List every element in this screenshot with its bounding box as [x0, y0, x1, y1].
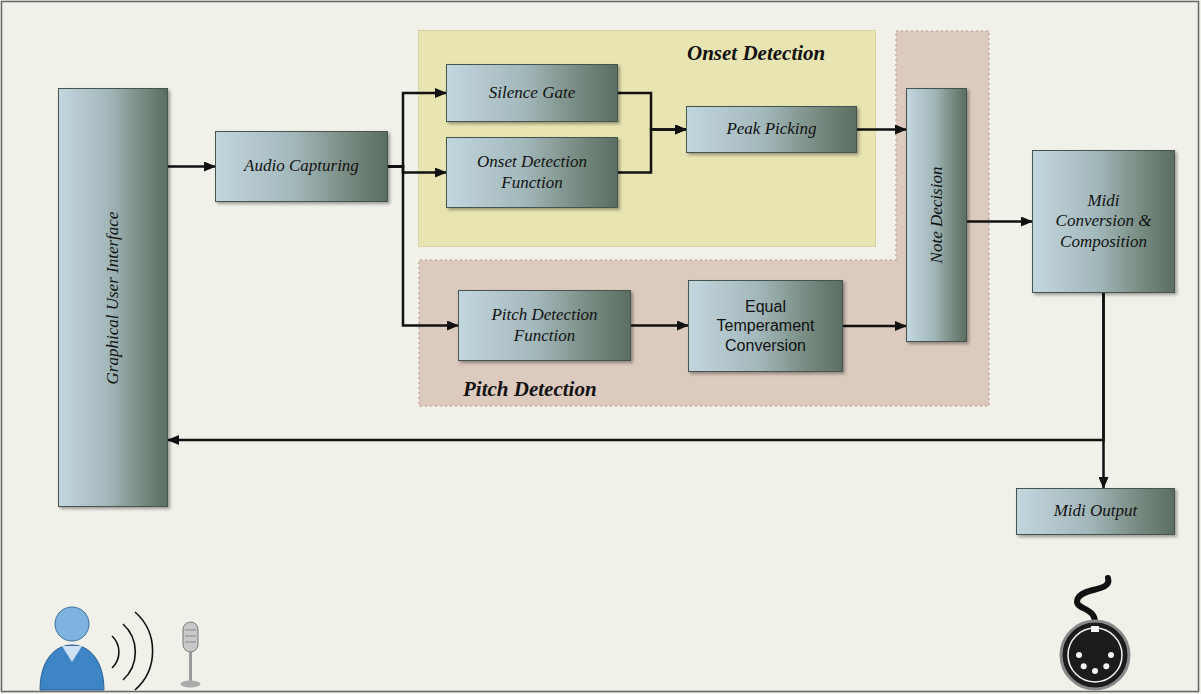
- process-box: Peak Picking: [686, 106, 857, 153]
- group-region: Onset DetectionSilence GateOnset Detecti…: [418, 30, 876, 247]
- midi-ring: [1068, 628, 1122, 682]
- midi-pins: [1076, 652, 1114, 674]
- mic-capsule: [183, 622, 198, 652]
- process-box: Silence Gate: [446, 64, 618, 122]
- mic-stand: [189, 652, 192, 682]
- midi-pin: [1108, 652, 1114, 658]
- box-label: Onset Detection Function: [457, 152, 607, 193]
- midi-notch: [1091, 626, 1099, 632]
- sound-wave: [123, 624, 135, 680]
- midi-connector-icon: [1061, 578, 1129, 689]
- process-box: Pitch Detection Function: [458, 290, 631, 361]
- interface-box: Graphical User Interface: [58, 88, 168, 507]
- region-shape: [419, 31, 989, 406]
- box-label: Silence Gate: [489, 83, 575, 103]
- sound-waves: [112, 612, 153, 690]
- midi-plug: [1061, 621, 1129, 689]
- sound-wave: [135, 612, 153, 690]
- midi-pin: [1081, 663, 1087, 669]
- group-heading: Pitch Detection: [463, 377, 597, 402]
- box-label: Midi Conversion & Composition: [1050, 191, 1158, 252]
- box-label: Note Decision: [926, 167, 946, 264]
- process-box: Midi Conversion & Composition: [1032, 150, 1175, 293]
- box-label: Audio Capturing: [244, 156, 359, 176]
- person-collar: [62, 646, 82, 662]
- midi-cable: [1077, 578, 1108, 622]
- midi-pin: [1092, 668, 1098, 674]
- box-label: Graphical User Interface: [103, 211, 123, 384]
- sound-wave: [112, 636, 119, 668]
- process-box: Audio Capturing: [215, 131, 388, 202]
- output-box: Midi Output: [1016, 488, 1175, 535]
- process-box: Onset Detection Function: [446, 137, 618, 208]
- box-label: Pitch Detection Function: [470, 305, 620, 346]
- flow-arrow: [168, 165, 215, 168]
- midi-pin: [1103, 663, 1109, 669]
- person-head: [55, 607, 89, 641]
- process-box: Equal Temperament Conversion: [688, 280, 843, 372]
- box-label: Midi Output: [1054, 501, 1138, 521]
- decision-box: Note Decision: [906, 88, 967, 342]
- midi-pin: [1076, 652, 1082, 658]
- person-body: [40, 645, 104, 690]
- flow-arrow: [1102, 293, 1105, 488]
- microphone-icon: [181, 622, 201, 688]
- box-label: Peak Picking: [726, 119, 816, 139]
- person-icon: [40, 607, 104, 690]
- mic-grille: [185, 630, 196, 642]
- group-heading: Onset Detection: [687, 41, 825, 66]
- mic-base: [181, 681, 201, 688]
- box-label: Equal Temperament Conversion: [707, 297, 825, 355]
